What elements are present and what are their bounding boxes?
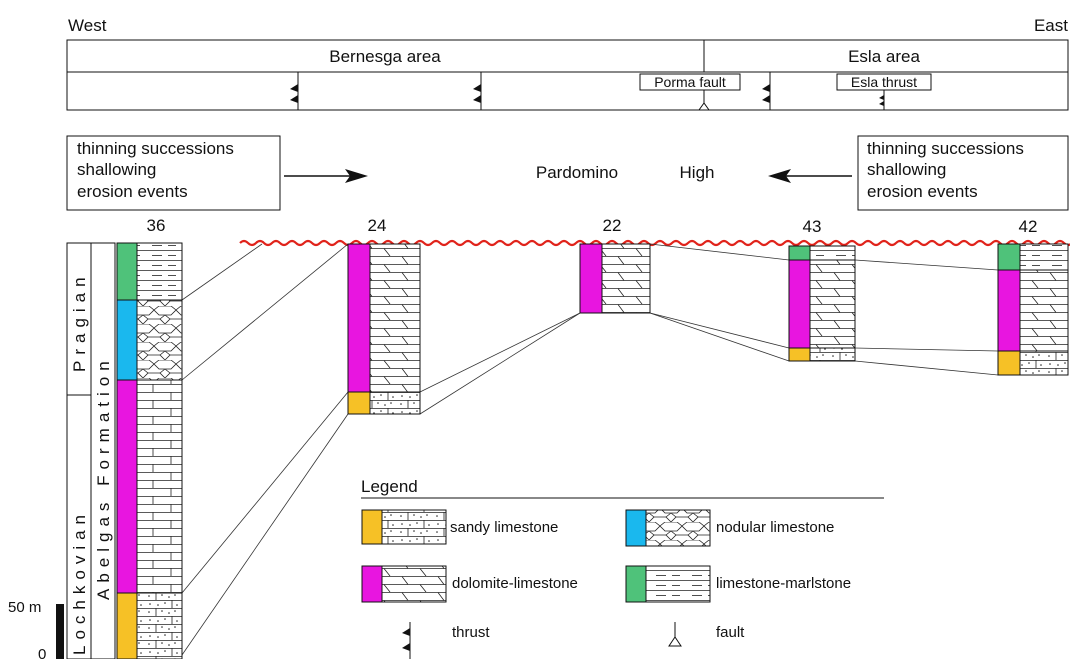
section-43-column bbox=[788, 245, 856, 362]
thrust-icon bbox=[290, 84, 298, 103]
scale-50m-label: 50 m bbox=[8, 599, 41, 616]
legend-thrust: thrust bbox=[452, 624, 490, 641]
legend-fault: fault bbox=[716, 624, 745, 641]
section-number-42: 42 bbox=[1019, 217, 1038, 236]
legend-sandy-limestone: sandy limestone bbox=[450, 519, 558, 536]
esla-area-label: Esla area bbox=[848, 47, 920, 66]
correlation-lines bbox=[181, 243, 999, 656]
fault-icon bbox=[698, 95, 710, 111]
scale-bar bbox=[56, 604, 64, 659]
legend-nodular-limestone: nodular limestone bbox=[716, 519, 834, 536]
bernesga-area-label: Bernesga area bbox=[329, 47, 441, 66]
right-trend-line-1: thinning successions bbox=[867, 139, 1024, 158]
formation-column bbox=[90, 242, 116, 659]
porma-fault-label: Porma fault bbox=[654, 74, 726, 90]
section-24-column bbox=[347, 243, 421, 415]
pardomino-label: Pardomino bbox=[536, 163, 618, 182]
right-arrow-icon bbox=[345, 169, 368, 183]
fault-icon bbox=[668, 622, 682, 647]
left-trend-line-1: thinning successions bbox=[77, 139, 234, 158]
thrust-icon bbox=[879, 95, 884, 106]
abelgas-formation-label: Abelgas Formation bbox=[94, 355, 113, 600]
area-banner bbox=[66, 39, 1069, 111]
section-22-column bbox=[579, 243, 651, 314]
section-number-43: 43 bbox=[803, 217, 822, 236]
legend: Legend sandy limestone nodular limestone… bbox=[361, 477, 884, 659]
section-number-24: 24 bbox=[368, 216, 387, 235]
legend-limestone-marlstone: limestone-marlstone bbox=[716, 575, 851, 592]
thrust-icon bbox=[762, 84, 770, 103]
section-36-column bbox=[116, 242, 183, 659]
right-trend-box bbox=[857, 135, 1069, 211]
section-number-22: 22 bbox=[603, 216, 622, 235]
left-trend-box bbox=[66, 135, 281, 211]
right-trend-line-2: shallowing bbox=[867, 160, 946, 179]
thrust-icon bbox=[473, 84, 481, 103]
lochkovian-label: Lochkovian bbox=[70, 509, 89, 655]
right-trend-line-3: erosion events bbox=[867, 182, 978, 201]
east-label: East bbox=[1034, 16, 1068, 35]
pragian-label: Pragian bbox=[70, 271, 89, 372]
left-arrow-icon bbox=[768, 169, 791, 183]
legend-dolomite-limestone: dolomite-limestone bbox=[452, 575, 578, 592]
legend-title: Legend bbox=[361, 477, 418, 496]
west-label: West bbox=[68, 16, 107, 35]
section-42-column bbox=[997, 243, 1069, 376]
thrust-icon bbox=[402, 622, 411, 659]
high-label: High bbox=[680, 163, 715, 182]
section-number-36: 36 bbox=[147, 216, 166, 235]
left-trend-line-3: erosion events bbox=[77, 182, 188, 201]
esla-thrust-label: Esla thrust bbox=[851, 74, 917, 90]
scale-0-label: 0 bbox=[38, 646, 46, 659]
left-trend-line-2: shallowing bbox=[77, 160, 156, 179]
